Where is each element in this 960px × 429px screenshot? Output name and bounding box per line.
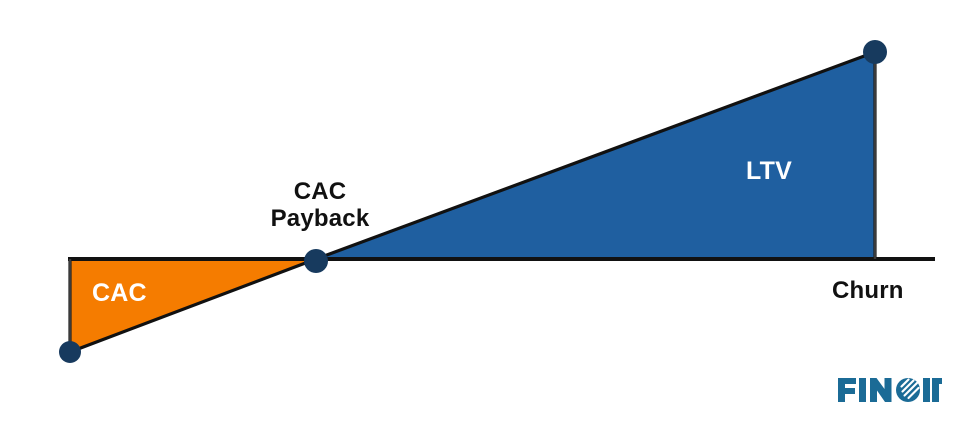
cac-payback-dot xyxy=(304,249,328,273)
finoit-logo-svg xyxy=(838,378,942,402)
cac-start-dot xyxy=(59,341,81,363)
cac-payback-label: CAC Payback xyxy=(255,178,385,233)
cac-payback-label-line1: CAC xyxy=(293,178,347,205)
cac-label: CAC xyxy=(92,279,147,307)
cac-payback-label-line2: Payback xyxy=(270,204,370,232)
ltv-area-shape xyxy=(315,49,877,261)
sphere-o-icon xyxy=(896,378,920,402)
finoit-logo xyxy=(838,374,942,406)
ltv-label: LTV xyxy=(746,157,792,185)
churn-label: Churn xyxy=(832,277,904,304)
churn-dot xyxy=(863,40,887,64)
